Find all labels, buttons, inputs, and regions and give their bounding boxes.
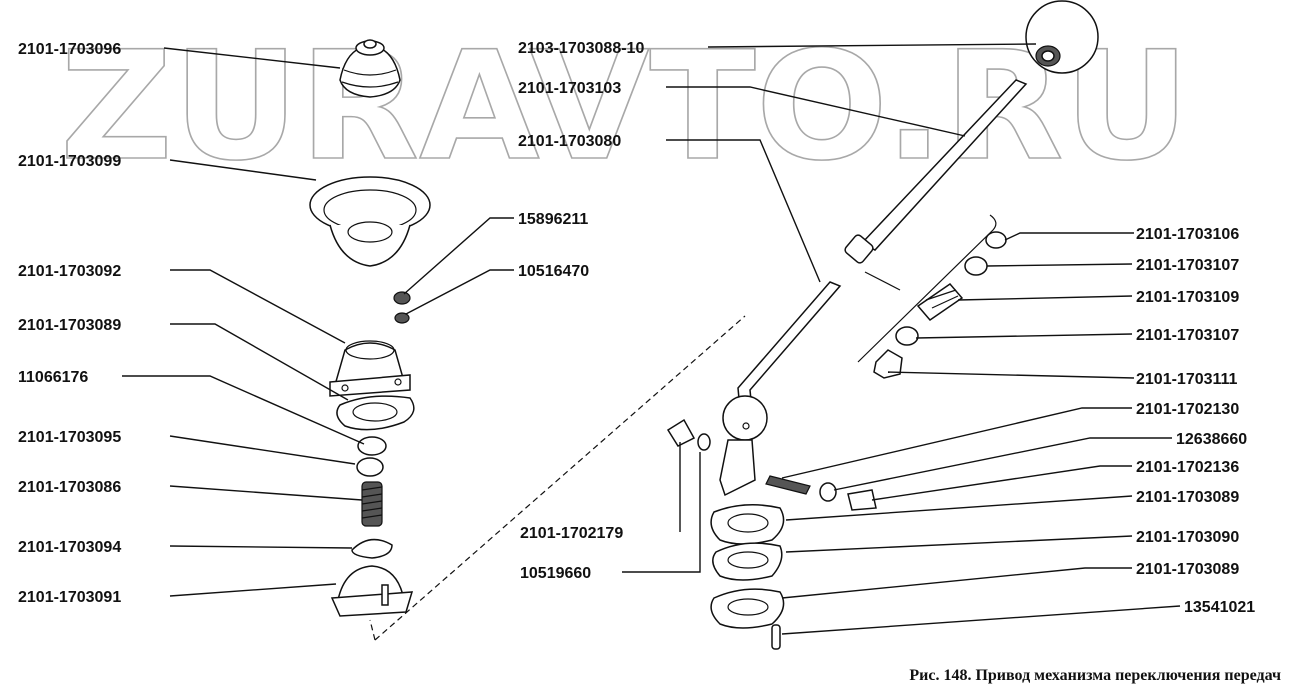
- part-spring-1702130: [765, 475, 811, 495]
- part-upper-lever: [844, 79, 1028, 264]
- callout-labels: 2101-1703096 2101-1703099 15896211 10516…: [18, 40, 1255, 616]
- part-gasket-left: [336, 395, 415, 431]
- left-assembly: [309, 39, 746, 641]
- part-bolt-1702136: [847, 489, 877, 511]
- part-washer-1703107b: [895, 326, 919, 346]
- label-2101-1703080: 2101-1703080: [518, 133, 621, 150]
- label-2101-1703111: 2101-1703111: [1136, 371, 1238, 388]
- label-2101-1703089-bottom: 2101-1703089: [1136, 561, 1239, 578]
- label-2101-1703106: 2101-1703106: [1136, 226, 1239, 243]
- part-plate-1703090: [712, 542, 783, 581]
- part-washer-10519660: [697, 433, 711, 451]
- part-pin-13541021: [771, 624, 781, 650]
- right-assembly: [666, 0, 1099, 650]
- label-2101-1703103: 2101-1703103: [518, 80, 621, 97]
- part-knob: [1025, 0, 1099, 74]
- label-13541021: 13541021: [1184, 599, 1255, 616]
- part-sleeve-1703109: [916, 283, 964, 321]
- label-2101-1703086: 2101-1703086: [18, 479, 121, 496]
- label-2101-1703099: 2101-1703099: [18, 153, 121, 170]
- part-lower-lever: [719, 281, 842, 497]
- part-ring: [357, 436, 387, 456]
- part-bushing-1703106: [985, 231, 1007, 249]
- part-spring: [361, 481, 383, 527]
- figure-caption: Рис. 148. Привод механизма переключения …: [909, 667, 1281, 684]
- label-2101-1702179: 2101-1702179: [520, 525, 623, 542]
- label-2101-1703090: 2101-1703090: [1136, 529, 1239, 546]
- part-boot-cap: [339, 39, 401, 98]
- label-10516470: 10516470: [518, 263, 589, 280]
- label-2101-1702136: 2101-1702136: [1136, 459, 1239, 476]
- part-housing: [329, 340, 411, 397]
- part-rubber-cover: [309, 176, 431, 267]
- leader-lines: [122, 43, 1181, 635]
- label-2101-1703089-mid: 2101-1703089: [1136, 489, 1239, 506]
- label-11066176: 11066176: [18, 369, 88, 386]
- part-washer-12638660: [819, 482, 837, 502]
- label-2101-1703096: 2101-1703096: [18, 41, 121, 58]
- part-nut-small: [393, 291, 411, 305]
- label-2101-1703107-b: 2101-1703107: [1136, 327, 1239, 344]
- assembly-guide-line: [374, 315, 746, 641]
- label-2101-1703107-a: 2101-1703107: [1136, 257, 1239, 274]
- label-15896211: 15896211: [518, 211, 588, 228]
- part-nut-1703111: [873, 349, 903, 379]
- part-cup: [351, 538, 393, 559]
- part-washer-1703107a: [964, 256, 988, 276]
- label-2101-1703092: 2101-1703092: [18, 263, 121, 280]
- part-bushing: [356, 457, 384, 477]
- label-2101-1703109: 2101-1703109: [1136, 289, 1239, 306]
- part-base: [330, 565, 414, 617]
- label-2101-1702130: 2101-1702130: [1136, 401, 1239, 418]
- part-gasket-upper: [710, 504, 785, 545]
- label-10519660: 10519660: [520, 565, 591, 582]
- label-12638660: 12638660: [1176, 431, 1247, 448]
- label-2101-1703094: 2101-1703094: [18, 539, 121, 556]
- label-2101-1703095: 2101-1703095: [18, 429, 121, 446]
- label-2101-1703091: 2101-1703091: [18, 589, 121, 606]
- part-washer-small: [394, 312, 410, 324]
- part-bolt-1702179: [666, 418, 696, 447]
- detail-bracket: [857, 214, 997, 363]
- part-gasket-lower: [710, 588, 785, 629]
- label-2103-1703088-10: 2103-1703088-10: [518, 40, 644, 57]
- label-2101-1703089-left: 2101-1703089: [18, 317, 121, 334]
